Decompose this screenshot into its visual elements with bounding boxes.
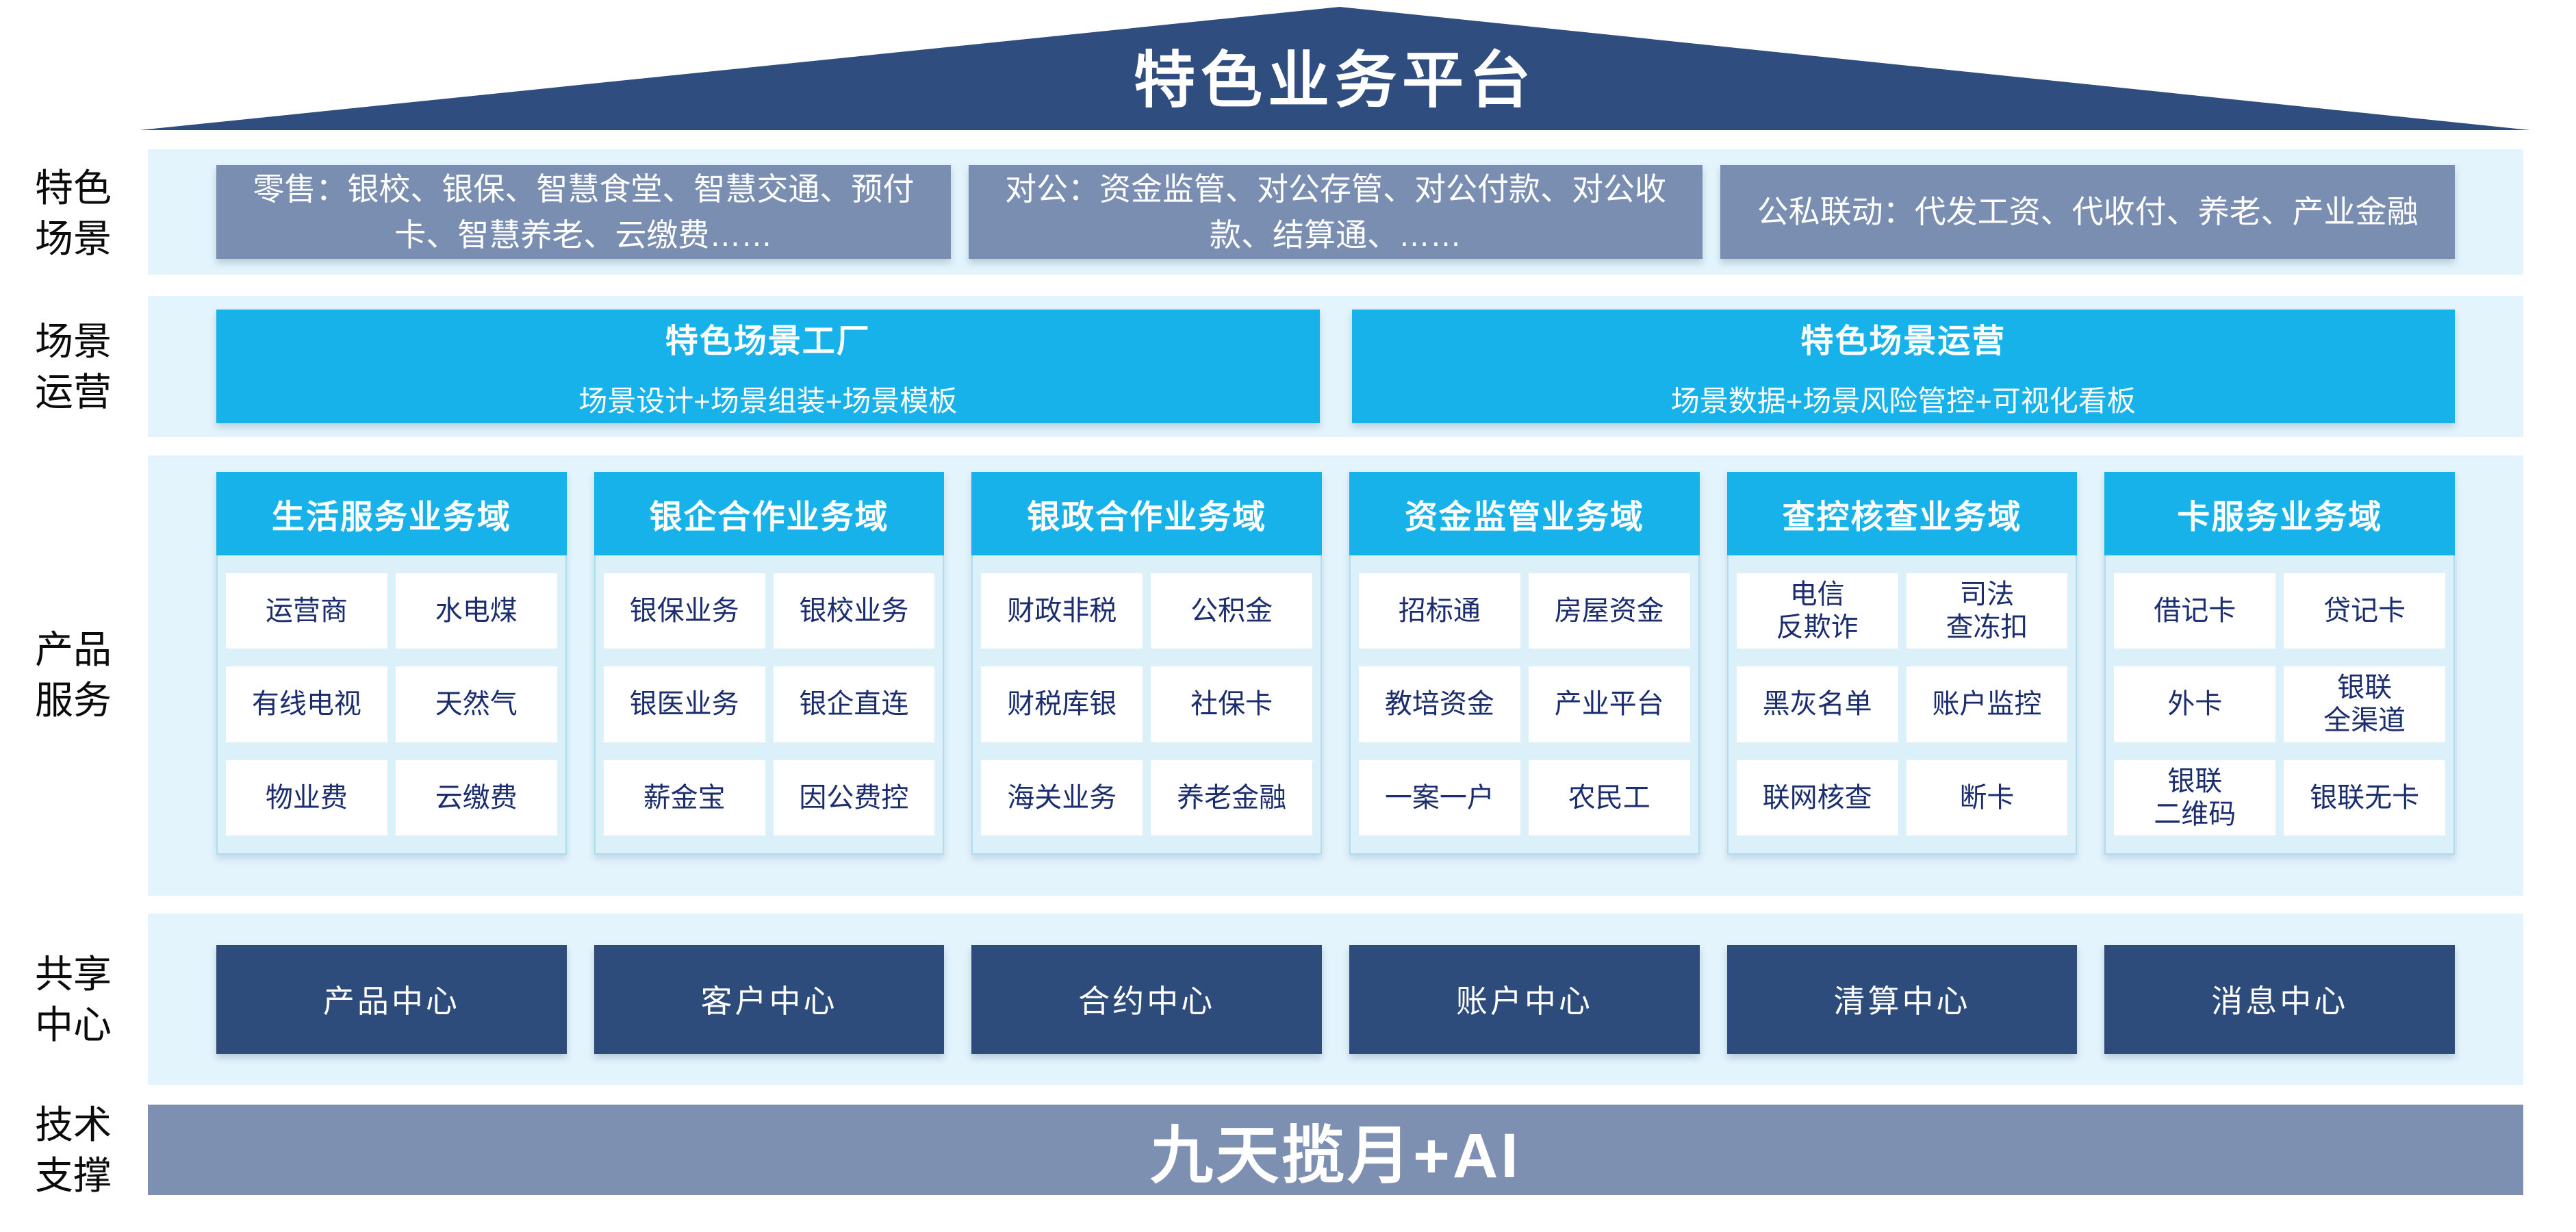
card-body: 借记卡 贷记卡 外卡 银联 全渠道 银联 二维码 银联无卡 bbox=[2104, 555, 2456, 855]
product-cell: 天然气 bbox=[395, 666, 557, 742]
product-cell: 教培资金 bbox=[1359, 666, 1520, 742]
scene-factory-subtitle: 场景设计+场景组装+场景模板 bbox=[578, 384, 958, 417]
product-card-bank-government: 银政合作业务域 财政非税 公积金 财税库银 社保卡 海关业务 养老金融 bbox=[971, 472, 1323, 855]
product-cell: 黑灰名单 bbox=[1736, 666, 1898, 742]
center-box-product: 产品中心 bbox=[216, 944, 567, 1054]
product-cell: 银校业务 bbox=[773, 573, 935, 649]
product-cell: 农民工 bbox=[1528, 759, 1690, 835]
product-cell: 房屋资金 bbox=[1528, 573, 1690, 649]
scene-factory-title: 特色场景工厂 bbox=[665, 323, 871, 360]
scene-box-corporate: 对公：资金监管、对公存管、对公付款、对公收款、结算通、…… bbox=[968, 165, 1703, 259]
product-cell: 银联 全渠道 bbox=[2284, 666, 2446, 742]
product-cell: 银联 二维码 bbox=[2114, 759, 2276, 835]
card-title: 生活服务业务域 bbox=[216, 472, 567, 555]
scene-operation-subtitle: 场景数据+场景风险管控+可视化看板 bbox=[1670, 384, 2136, 417]
product-cell: 外卡 bbox=[2114, 666, 2276, 742]
row-label-scene: 特色 场景 bbox=[35, 166, 112, 260]
scene-box-retail: 零售：银校、银保、智慧食堂、智慧交通、预付卡、智慧养老、云缴费…… bbox=[216, 165, 951, 259]
product-cell: 财税库银 bbox=[981, 666, 1143, 742]
row-label-products: 产品 服务 bbox=[35, 628, 112, 722]
products-band: 生活服务业务域 运营商 水电煤 有线电视 天然气 物业费 云缴费 银企合作业务域… bbox=[148, 455, 2523, 896]
product-cell: 电信 反欺诈 bbox=[1736, 573, 1898, 649]
product-cell: 一案一户 bbox=[1359, 759, 1520, 835]
product-card-bank-enterprise: 银企合作业务域 银保业务 银校业务 银医业务 银企直连 薪金宝 因公费控 bbox=[594, 472, 945, 855]
product-cell: 银联无卡 bbox=[2284, 759, 2446, 835]
product-cell: 因公费控 bbox=[773, 759, 935, 835]
card-body: 电信 反欺诈 司法 查冻扣 黑灰名单 账户监控 联网核查 断卡 bbox=[1726, 555, 2078, 855]
product-cell: 账户监控 bbox=[1906, 666, 2068, 742]
center-box-clearing: 清算中心 bbox=[1726, 944, 2078, 1054]
row-label-operation: 场景 运营 bbox=[35, 320, 112, 414]
product-cell: 养老金融 bbox=[1151, 759, 1313, 835]
shared-centers-band: 产品中心 客户中心 合约中心 账户中心 清算中心 消息中心 bbox=[148, 914, 2523, 1085]
product-cell: 海关业务 bbox=[981, 759, 1143, 835]
card-body: 招标通 房屋资金 教培资金 产业平台 一案一户 农民工 bbox=[1349, 555, 1700, 855]
product-cell: 司法 查冻扣 bbox=[1906, 573, 2068, 649]
product-cell: 薪金宝 bbox=[603, 759, 765, 835]
product-cell: 银医业务 bbox=[603, 666, 765, 742]
product-cell: 物业费 bbox=[226, 759, 387, 835]
center-box-message: 消息中心 bbox=[2104, 944, 2456, 1054]
card-title: 卡服务业务域 bbox=[2104, 472, 2456, 555]
row-label-tech: 技术 支撑 bbox=[35, 1103, 112, 1197]
tech-support-bar: 九天揽月+AI bbox=[148, 1105, 2523, 1195]
product-card-inquiry-verification: 查控核查业务域 电信 反欺诈 司法 查冻扣 黑灰名单 账户监控 联网核查 断卡 bbox=[1726, 472, 2078, 855]
center-box-customer: 客户中心 bbox=[594, 944, 945, 1054]
center-box-account: 账户中心 bbox=[1349, 944, 1700, 1054]
platform-title: 特色业务平台 bbox=[1134, 47, 1536, 115]
scene-box-public-private: 公私联动：代发工资、代收付、养老、产业金融 bbox=[1720, 165, 2456, 259]
product-cell: 社保卡 bbox=[1151, 666, 1313, 742]
card-body: 财政非税 公积金 财税库银 社保卡 海关业务 养老金融 bbox=[971, 555, 1323, 855]
product-cell: 云缴费 bbox=[395, 759, 557, 835]
scene-factory-box: 特色场景工厂 场景设计+场景组装+场景模板 bbox=[216, 310, 1320, 423]
product-cell: 公积金 bbox=[1151, 573, 1313, 649]
product-cell: 借记卡 bbox=[2114, 573, 2276, 649]
product-cell: 运营商 bbox=[226, 573, 387, 649]
product-cell: 有线电视 bbox=[226, 666, 387, 742]
card-body: 运营商 水电煤 有线电视 天然气 物业费 云缴费 bbox=[216, 555, 567, 855]
product-cell: 银企直连 bbox=[773, 666, 935, 742]
card-title: 查控核查业务域 bbox=[1726, 472, 2078, 555]
card-title: 银企合作业务域 bbox=[594, 472, 945, 555]
product-cell: 贷记卡 bbox=[2284, 573, 2446, 649]
scene-band: 零售：银校、银保、智慧食堂、智慧交通、预付卡、智慧养老、云缴费…… 对公：资金监… bbox=[148, 149, 2523, 275]
product-cell: 联网核查 bbox=[1736, 759, 1898, 835]
row-label-shared: 共享 中心 bbox=[35, 953, 112, 1046]
scene-operation-box: 特色场景运营 场景数据+场景风险管控+可视化看板 bbox=[1351, 310, 2455, 423]
operation-band: 特色场景工厂 场景设计+场景组装+场景模板 特色场景运营 场景数据+场景风险管控… bbox=[148, 296, 2523, 437]
product-cell: 财政非税 bbox=[981, 573, 1143, 649]
product-cell: 断卡 bbox=[1906, 759, 2068, 835]
card-title: 银政合作业务域 bbox=[971, 472, 1323, 555]
product-cell: 产业平台 bbox=[1528, 666, 1690, 742]
platform-roof-banner: 特色业务平台 bbox=[140, 7, 2530, 130]
product-cell: 银保业务 bbox=[603, 573, 765, 649]
scene-operation-title: 特色场景运营 bbox=[1800, 323, 2006, 360]
card-body: 银保业务 银校业务 银医业务 银企直连 薪金宝 因公费控 bbox=[594, 555, 945, 855]
product-cell: 招标通 bbox=[1359, 573, 1520, 649]
center-box-contract: 合约中心 bbox=[971, 944, 1323, 1054]
product-cell: 水电煤 bbox=[395, 573, 557, 649]
product-card-fund-supervision: 资金监管业务域 招标通 房屋资金 教培资金 产业平台 一案一户 农民工 bbox=[1349, 472, 1700, 855]
card-title: 资金监管业务域 bbox=[1349, 472, 1700, 555]
product-card-card-services: 卡服务业务域 借记卡 贷记卡 外卡 银联 全渠道 银联 二维码 银联无卡 bbox=[2104, 472, 2456, 855]
product-card-life-services: 生活服务业务域 运营商 水电煤 有线电视 天然气 物业费 云缴费 bbox=[216, 472, 567, 855]
